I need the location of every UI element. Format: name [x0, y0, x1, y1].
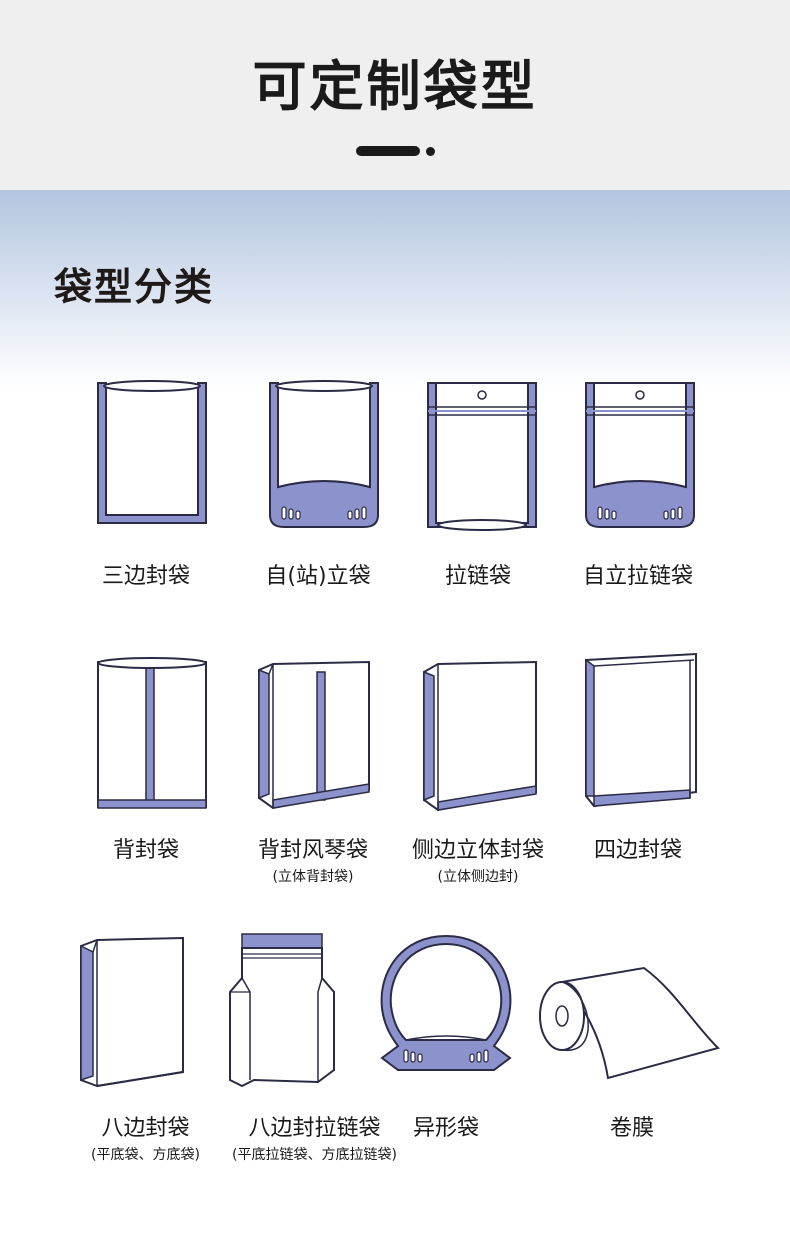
page-title: 可定制袋型 — [252, 55, 538, 118]
bag-item-eight-side-seal: 八边封袋 (平底袋、方底袋) — [63, 930, 228, 1170]
stand-up-bag-icon — [269, 380, 379, 528]
bag-sublabel: (平底袋、方底袋) — [91, 1147, 200, 1163]
bag-label: 背封袋 — [112, 838, 179, 863]
bag-item-side-gusset: 侧边立体封袋 (立体侧边封) — [398, 650, 558, 890]
bag-label: 八边封袋 — [101, 1116, 190, 1141]
three-side-seal-bag-icon — [97, 380, 207, 524]
eight-side-seal-bag-icon — [80, 936, 184, 1088]
bag-item-roll-film: 卷膜 — [532, 930, 732, 1170]
bag-label: 八边封拉链袋 — [248, 1116, 381, 1141]
bag-label: 自立拉链袋 — [582, 564, 693, 589]
bag-item-zipper: 拉链袋 — [398, 375, 558, 605]
bag-label: 侧边立体封袋 — [411, 838, 544, 863]
zipper-bag-icon — [427, 382, 537, 531]
bag-item-eight-side-zipper: 八边封拉链袋 (平底拉链袋、方底拉链袋) — [222, 930, 407, 1170]
four-side-seal-bag-icon — [585, 652, 697, 808]
title-underline-dot — [426, 147, 435, 156]
bag-label: 自(站)立袋 — [265, 564, 371, 589]
gradient-band — [0, 190, 790, 390]
bag-label: 拉链袋 — [444, 564, 511, 589]
bag-item-stand-up-zipper: 自立拉链袋 — [558, 375, 718, 605]
bag-item-three-side-seal: 三边封袋 — [66, 375, 226, 605]
bag-label: 背封风琴袋 — [257, 838, 368, 863]
back-seal-gusset-bag-icon — [258, 660, 370, 810]
bag-item-four-side-seal: 四边封袋 — [558, 650, 718, 890]
roll-film-icon — [539, 966, 720, 1080]
bag-label: 四边封袋 — [593, 838, 682, 863]
bag-sublabel: (立体侧边封) — [437, 869, 519, 885]
back-seal-bag-icon — [97, 657, 207, 809]
bag-label: 卷膜 — [609, 1116, 654, 1141]
title-underline-dash — [356, 146, 420, 156]
bag-sublabel: (平底拉链袋、方底拉链袋) — [232, 1147, 397, 1163]
side-gusset-bag-icon — [423, 660, 537, 812]
bag-sublabel: (立体背封袋) — [272, 869, 354, 885]
bag-label: 异形袋 — [412, 1116, 479, 1141]
bag-item-back-seal: 背封袋 — [66, 650, 226, 890]
bag-item-back-seal-gusset: 背封风琴袋 (立体背封袋) — [233, 650, 393, 890]
eight-side-zipper-bag-icon — [229, 933, 335, 1088]
shaped-bag-icon — [380, 934, 512, 1071]
bag-label: 三边封袋 — [101, 564, 190, 589]
bag-item-shaped: 异形袋 — [366, 930, 526, 1170]
stand-up-zipper-bag-icon — [585, 382, 695, 528]
header-band — [0, 0, 790, 190]
section-title: 袋型分类 — [54, 265, 215, 309]
bag-item-stand-up: 自(站)立袋 — [238, 375, 398, 605]
